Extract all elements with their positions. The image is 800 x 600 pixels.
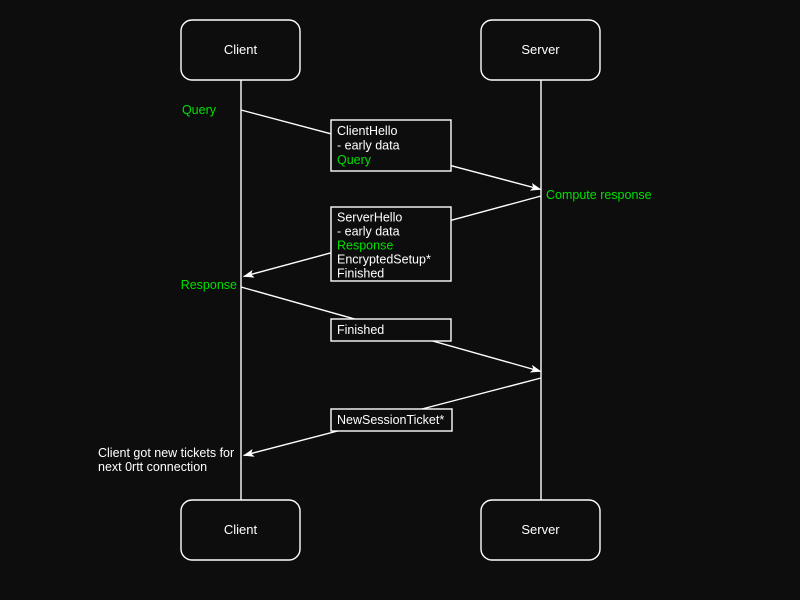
message-box-client-hello-frame: [330, 119, 452, 172]
actor-client-top-label: Client: [224, 42, 258, 57]
message-box-client-hello[interactable]: ClientHello - early data Query: [330, 119, 452, 172]
message-box-new-session-ticket-frame: [330, 408, 453, 432]
actor-server-bottom-box: [480, 499, 601, 561]
actor-client-top[interactable]: Client: [180, 19, 301, 81]
note-client-tickets-line-1: Client got new tickets for: [98, 446, 234, 460]
label-compute-response: Compute response: [546, 188, 652, 202]
server-hello-line-5: Finished: [337, 267, 384, 281]
client-hello-line-3: Query: [337, 153, 372, 167]
client-hello-line-2: - early data: [337, 139, 400, 153]
message-box-new-session-ticket[interactable]: NewSessionTicket*: [330, 408, 453, 432]
client-hello-line-1: ClientHello: [337, 124, 397, 138]
message-box-server-hello[interactable]: ServerHello - early data Response Encryp…: [330, 206, 452, 282]
message-box-server-hello-frame: [330, 206, 452, 282]
actor-server-top[interactable]: Server: [480, 19, 601, 81]
server-hello-line-2: - early data: [337, 225, 400, 239]
actor-client-top-box: [180, 19, 301, 81]
actor-server-top-label: Server: [521, 42, 560, 57]
actor-server-bottom-label: Server: [521, 522, 560, 537]
server-hello-line-3: Response: [337, 239, 393, 253]
label-response: Response: [181, 278, 237, 292]
actor-server-top-box: [480, 19, 601, 81]
note-client-tickets: Client got new tickets for next 0rtt con…: [98, 446, 234, 474]
new-session-ticket-line-1: NewSessionTicket*: [337, 413, 444, 427]
actor-client-bottom[interactable]: Client: [180, 499, 301, 561]
finished-line-1: Finished: [337, 323, 384, 337]
actor-client-bottom-box: [180, 499, 301, 561]
actor-client-bottom-label: Client: [224, 522, 258, 537]
message-box-finished-frame: [330, 318, 452, 342]
server-hello-line-4: EncryptedSetup*: [337, 253, 431, 267]
label-query: Query: [182, 103, 217, 117]
message-box-finished[interactable]: Finished: [330, 318, 452, 342]
actor-server-bottom[interactable]: Server: [480, 499, 601, 561]
note-client-tickets-line-2: next 0rtt connection: [98, 460, 207, 474]
server-hello-line-1: ServerHello: [337, 211, 402, 225]
